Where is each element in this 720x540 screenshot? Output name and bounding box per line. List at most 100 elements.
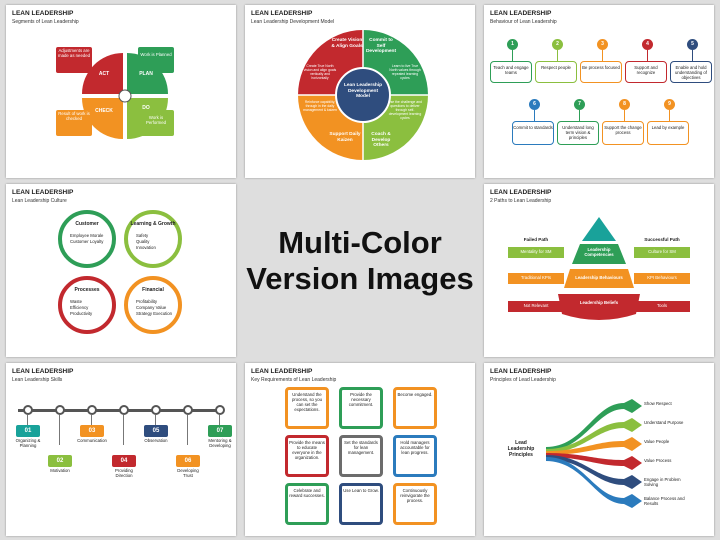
right-box-1: Culture for SM — [648, 249, 676, 254]
slide-key-requirements[interactable]: LEAN LEADERSHIP Key Requirements of Lean… — [245, 363, 475, 536]
segment-vision: Create Vision & Align Goals — [331, 38, 363, 49]
pin-stem — [692, 50, 693, 61]
callout-check: Result of work is checked — [58, 111, 90, 121]
slide-subtitle: 2 Paths to Lean Leadership — [490, 198, 552, 204]
principle-label: Show Respect — [644, 401, 672, 406]
slide-development-model[interactable]: LEAN LEADERSHIP Lean Leadership Developm… — [245, 5, 475, 178]
behaviour-box: Commit to standards — [512, 121, 554, 145]
behaviour-box: Be process focused — [580, 61, 622, 83]
principle-label: Understand Purpose — [644, 420, 684, 425]
note-coach: Use the challenge and questions to deliv… — [388, 100, 422, 120]
slide-subtitle: Key Requirements of Lean Leadership — [251, 377, 337, 383]
step-label: Developing Trust — [177, 468, 199, 478]
circle-item: Productivity — [70, 311, 93, 316]
slide-subtitle: Lean Leadership Development Model — [251, 19, 335, 25]
successful-path-label: Successful Path — [644, 237, 680, 242]
slide-title: LEAN LEADERSHIP — [251, 10, 313, 17]
right-box-2: KPI Behaviours — [647, 275, 677, 280]
pin-stem — [669, 110, 670, 121]
pin-stem — [579, 110, 580, 121]
slide-subtitle: Behaviour of Lean Leadership — [490, 19, 557, 25]
paths-diagram — [508, 217, 690, 320]
step-number: 04 — [112, 455, 136, 467]
circle-item: Profitability — [136, 299, 158, 304]
circle-item: Quality — [136, 239, 150, 244]
circle-item: Strategy Execution — [136, 311, 173, 316]
circle-item: Company Value — [136, 305, 167, 310]
requirement-frame — [339, 483, 383, 525]
requirement-frame — [339, 387, 383, 429]
pin-stem — [647, 50, 648, 61]
slide-subtitle: Lean Leadership Culture — [12, 198, 67, 204]
circle-item: Innovation — [136, 245, 156, 250]
step-number: 01 — [16, 425, 40, 437]
left-box-2: Traditional KPIs — [520, 275, 552, 280]
step-label: Communication — [77, 438, 107, 443]
step-label: Organizing & Planning — [15, 438, 41, 448]
callout-plan: Work is Planned — [140, 52, 172, 57]
circle-heading: Financial — [142, 287, 164, 293]
callout-do: Work is Performed — [145, 115, 167, 125]
circle-item: Efficiency — [70, 305, 89, 310]
pin-number: 5 — [687, 39, 698, 50]
pin-number: 7 — [574, 99, 585, 110]
timeline-stem — [187, 415, 188, 445]
pin-number: 9 — [664, 99, 675, 110]
heading-line2: Version Images — [246, 261, 474, 296]
pin-stem — [534, 110, 535, 121]
requirement-frame — [393, 435, 437, 477]
slide-segments[interactable]: LEAN LEADERSHIP Segments of Lean Leaders… — [6, 5, 236, 178]
pin-number: 2 — [552, 39, 563, 50]
step-label: Providing Direction — [115, 468, 133, 478]
requirement-text: Become engaged. — [397, 392, 433, 397]
timeline-stem — [59, 415, 60, 445]
heading-line1: Multi-Color — [278, 225, 442, 260]
slide-skills[interactable]: LEAN LEADERSHIP Lean Leadership Skills 0… — [6, 363, 236, 536]
pin-number: 1 — [507, 39, 518, 50]
pin-number: 4 — [642, 39, 653, 50]
principle-label: Value People — [644, 439, 670, 444]
pin-number: 8 — [619, 99, 630, 110]
timeline-stem — [91, 415, 92, 425]
slide-title: LEAN LEADERSHIP — [12, 368, 74, 375]
behaviour-box: Lead by example — [647, 121, 689, 145]
quad-check: CHECK — [95, 108, 113, 114]
principle-arrow — [546, 437, 642, 455]
slide-title: LEAN LEADERSHIP — [251, 368, 313, 375]
principles-center-label: Lead Leadership Principles — [507, 440, 535, 458]
requirement-text: Provide the means to educate everyone in… — [289, 440, 325, 460]
timeline-node — [87, 405, 97, 415]
note-self: Learn to live True North values through … — [389, 64, 421, 80]
timeline-node — [55, 405, 65, 415]
timeline-node — [151, 405, 161, 415]
principle-arrow — [546, 457, 642, 508]
behaviour-box: Support and recognize — [625, 61, 667, 83]
pin-stem — [557, 50, 558, 61]
principle-label: Value Process — [644, 458, 672, 463]
slide-behaviour[interactable]: LEAN LEADERSHIP Behaviour of Lean Leader… — [484, 5, 714, 178]
slide-two-paths[interactable]: LEAN LEADERSHIP 2 Paths to Lean Leadersh… — [484, 184, 714, 357]
mid-beliefs: Leadership Beliefs — [579, 300, 619, 305]
requirement-frame — [393, 483, 437, 525]
step-label: Observation — [144, 438, 168, 443]
mid-behaviours: Leadership Behaviours — [575, 275, 623, 280]
mid-competencies: Leadership Competencies — [584, 247, 614, 257]
step-number: 02 — [48, 455, 72, 467]
requirement-frame — [285, 483, 329, 525]
slide-title: LEAN LEADERSHIP — [12, 189, 74, 196]
step-label: Motivation — [50, 468, 70, 473]
note-vision: Create True North vision and align goals… — [303, 64, 337, 80]
step-number: 05 — [144, 425, 168, 437]
requirement-text: Understand the process, so you can set t… — [291, 392, 323, 412]
principle-label: Engage in Problem Solving — [644, 477, 681, 487]
timeline-stem — [123, 415, 124, 445]
timeline-node — [23, 405, 33, 415]
pin-stem — [512, 50, 513, 61]
behaviour-box: Understand long term vision & principles — [557, 121, 599, 145]
slide-culture[interactable]: LEAN LEADERSHIP Lean Leadership Culture … — [6, 184, 236, 357]
slide-principles[interactable]: LEAN LEADERSHIP Principles of Lead Leade… — [484, 363, 714, 536]
